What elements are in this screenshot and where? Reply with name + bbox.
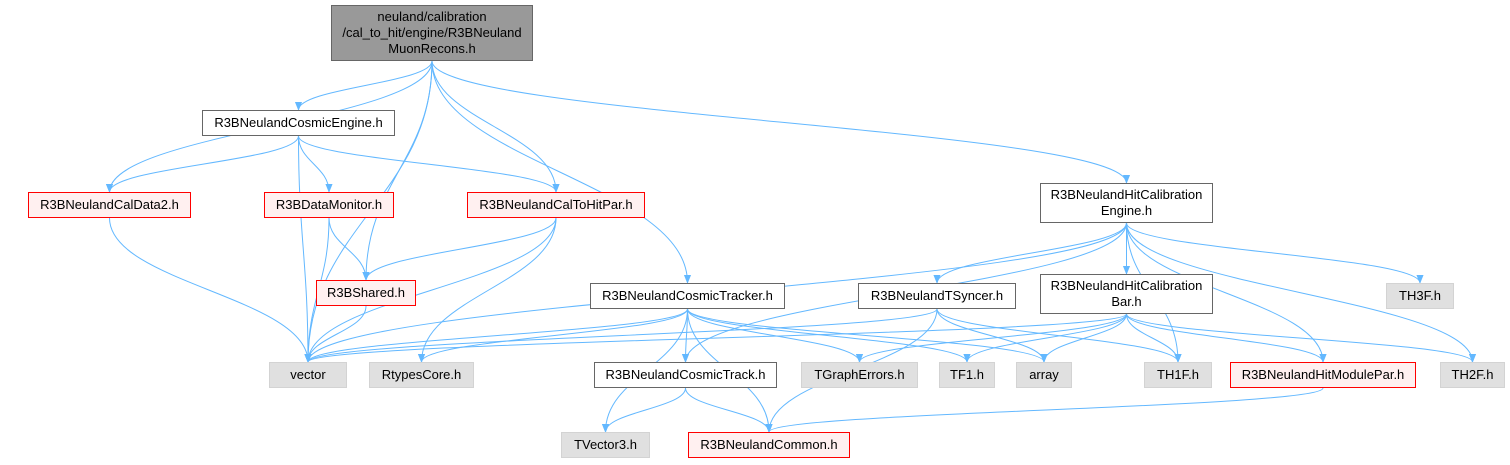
node-label: R3BNeulandHitCalibration [1050, 187, 1203, 202]
node-label: vector [290, 367, 326, 382]
node-th3f[interactable]: TH3F.h [1386, 283, 1454, 309]
node-caltohit[interactable]: R3BNeulandCalToHitPar.h [467, 192, 645, 218]
node-th2f[interactable]: TH2F.h [1440, 362, 1505, 388]
edge-track-to-tvector3 [601, 387, 686, 433]
edge-root-to-shared [362, 60, 433, 281]
node-label: R3BNeulandCosmicEngine.h [214, 115, 383, 130]
node-tracker[interactable]: R3BNeulandCosmicTracker.h [590, 283, 785, 309]
edge-hitcalbar-to-th1f [1126, 313, 1182, 363]
edge-engine-to-vector [298, 135, 312, 363]
edge-hitcaleng-to-th2f [1126, 222, 1477, 363]
node-root[interactable]: neuland/calibration/cal_to_hit/engine/R3… [331, 5, 533, 61]
node-common[interactable]: R3BNeulandCommon.h [688, 432, 850, 458]
node-label: R3BNeulandCosmicTrack.h [605, 367, 766, 382]
edge-hitcalbar-to-modpar [1126, 313, 1327, 363]
node-tf1[interactable]: TF1.h [939, 362, 995, 388]
edge-tsyncer-to-array [936, 308, 1048, 363]
edge-caltohit-to-rtypes [417, 217, 557, 363]
node-rtypes[interactable]: RtypesCore.h [369, 362, 474, 388]
node-label: TH2F.h [1451, 367, 1494, 382]
node-label: Engine.h [1100, 203, 1153, 218]
edge-hitcaleng-to-tsyncer [933, 222, 1127, 284]
node-label: R3BDataMonitor.h [275, 197, 383, 212]
edge-hitcalbar-to-tgraph [856, 313, 1127, 363]
edge-hitcaleng-to-modpar [1126, 222, 1327, 363]
node-shared[interactable]: R3BShared.h [316, 280, 416, 306]
node-tsyncer[interactable]: R3BNeulandTSyncer.h [858, 283, 1016, 309]
edge-tracker-to-tgraph [687, 308, 864, 363]
node-label: R3BNeulandCosmicTracker.h [602, 288, 773, 303]
edge-root-to-hitcaleng [431, 60, 1130, 184]
node-label: R3BNeulandCalToHitPar.h [479, 197, 633, 212]
edge-caldata2-to-vector [109, 217, 312, 363]
edge-hitcaleng-to-th3f [1126, 222, 1424, 284]
edge-tsyncer-to-th1f [936, 308, 1182, 363]
node-label: Bar.h [1111, 294, 1142, 309]
node-engine[interactable]: R3BNeulandCosmicEngine.h [202, 110, 395, 136]
edge-hitcalbar-to-vector [304, 313, 1127, 363]
edge-hitcalbar-to-tf1 [963, 313, 1127, 363]
edge-tsyncer-to-vector [304, 308, 938, 363]
edge-root-to-tracker [431, 60, 692, 284]
node-tvector3[interactable]: TVector3.h [561, 432, 650, 458]
node-tgraph[interactable]: TGraphErrors.h [801, 362, 918, 388]
edge-caltohit-to-shared [362, 217, 557, 281]
edge-root-to-caltohit [431, 60, 560, 193]
edge-modpar-to-common [765, 387, 1324, 433]
node-label: R3BNeulandCommon.h [700, 437, 838, 452]
edge-tracker-to-rtypes [417, 308, 688, 363]
node-th1f[interactable]: TH1F.h [1144, 362, 1212, 388]
node-label: TVector3.h [574, 437, 637, 452]
node-label: TH3F.h [1399, 288, 1441, 303]
edge-tracker-to-array [687, 308, 1048, 363]
node-label: R3BNeulandHitModulePar.h [1241, 367, 1405, 382]
edge-caltohit-to-vector [304, 217, 557, 363]
edge-tracker-to-track [681, 308, 690, 363]
node-array[interactable]: array [1016, 362, 1072, 388]
edge-tracker-to-tf1 [687, 308, 971, 363]
node-label: /cal_to_hit/engine/R3BNeuland [342, 25, 522, 40]
node-label: TGraphErrors.h [814, 367, 905, 382]
node-label: TF1.h [950, 367, 984, 382]
node-label: R3BNeulandTSyncer.h [870, 288, 1004, 303]
node-label: array [1029, 367, 1059, 382]
edge-datamon-to-shared [328, 217, 370, 281]
edge-root-to-engine [294, 60, 433, 111]
edge-tracker-to-vector [304, 308, 688, 363]
edge-track-to-common [685, 387, 773, 433]
node-modpar[interactable]: R3BNeulandHitModulePar.h [1230, 362, 1416, 388]
node-vector[interactable]: vector [269, 362, 347, 388]
node-label: TH1F.h [1157, 367, 1199, 382]
edge-engine-to-datamon [298, 135, 333, 193]
node-label: R3BNeulandHitCalibration [1050, 278, 1203, 293]
node-label: R3BNeulandCalData2.h [40, 197, 179, 212]
node-datamon[interactable]: R3BDataMonitor.h [264, 192, 394, 218]
node-label: RtypesCore.h [381, 367, 462, 382]
edge-hitcalbar-to-th2f [1126, 313, 1476, 363]
node-label: MuonRecons.h [388, 41, 476, 56]
edge-hitcalbar-to-array [1040, 313, 1127, 363]
edge-engine-to-caltohit [298, 135, 560, 193]
node-track[interactable]: R3BNeulandCosmicTrack.h [594, 362, 777, 388]
node-label: R3BShared.h [326, 285, 406, 300]
node-label: neuland/calibration [377, 9, 487, 24]
edge-engine-to-caldata2 [105, 135, 299, 193]
node-caldata2[interactable]: R3BNeulandCalData2.h [28, 192, 191, 218]
